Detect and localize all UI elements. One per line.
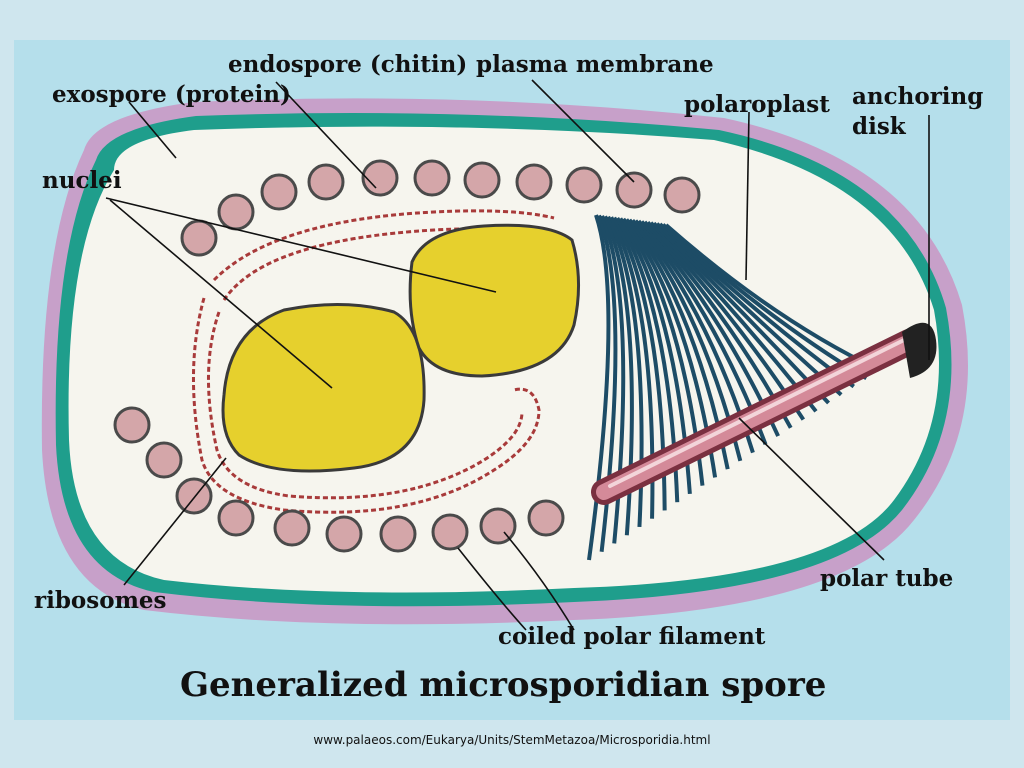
- ribosome: [145, 441, 183, 479]
- ribosome: [325, 515, 363, 553]
- diagram-title: Generalized microsporidian spore: [180, 665, 826, 705]
- ribosome: [217, 499, 255, 537]
- endospore-label: endospore (chitin): [228, 51, 467, 78]
- ribosome: [615, 171, 653, 209]
- ribosome: [307, 163, 345, 201]
- endoplasmic-reticulum: [191, 209, 555, 514]
- anchoring-disk-label-line2: disk: [852, 113, 907, 140]
- nucleus: [408, 223, 580, 378]
- ribosome: [180, 219, 218, 257]
- ribosome: [515, 163, 553, 201]
- exospore-label: exospore (protein): [52, 81, 291, 108]
- ribosome: [431, 513, 469, 551]
- nuclei: [221, 223, 580, 473]
- polar-tube: [591, 329, 922, 505]
- ribosome: [273, 509, 311, 547]
- nuclei-label: nuclei: [42, 167, 122, 194]
- ribosome: [217, 193, 255, 231]
- source-url: www.palaeos.com/Eukarya/Units/StemMetazo…: [313, 733, 711, 747]
- ribosome: [113, 406, 151, 444]
- ribosome: [527, 499, 565, 537]
- ribosome: [663, 176, 701, 214]
- polar-tube-label: polar tube: [820, 565, 953, 592]
- spore-diagram: endospore (chitin) plasma membrane exosp…: [14, 40, 1010, 720]
- plasma-membrane-label: plasma membrane: [476, 51, 714, 78]
- anchoring-disk-label-line1: anchoring: [852, 83, 983, 110]
- leader-lines: [105, 79, 930, 631]
- ribosome: [463, 161, 501, 199]
- ribosomes-label: ribosomes: [34, 587, 167, 614]
- ribosome: [413, 159, 451, 197]
- anchoring-disk: [902, 322, 937, 378]
- coiled-polar-filament-label: coiled polar filament: [498, 623, 766, 650]
- nucleus: [221, 302, 426, 473]
- ribosome: [565, 166, 603, 204]
- polaroplast-label: polaroplast: [684, 91, 830, 118]
- ribosome: [260, 173, 298, 211]
- ribosome: [379, 515, 417, 553]
- ribosome: [361, 159, 399, 197]
